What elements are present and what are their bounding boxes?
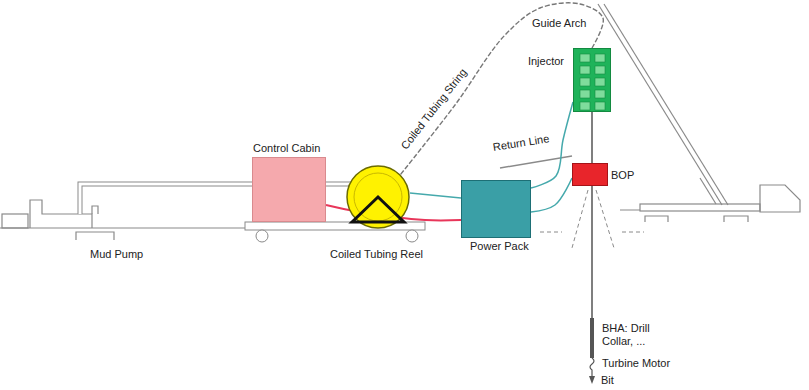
chain-block [595,102,605,110]
part-label: Turbine Motor [602,357,670,370]
part-name: BOP [611,169,634,182]
turbine-motor [590,358,594,376]
chain-block [595,66,605,74]
drill-bit [589,376,595,384]
reel-stand [352,197,404,222]
part-name: Coiled Tubing Reel [330,248,423,261]
tubing [591,112,593,163]
crane-deck [640,204,760,211]
mud-pump-truck [0,200,245,240]
truck-body [2,214,28,228]
bha-collar [590,318,594,358]
truck-fender [76,232,114,240]
chain-block [580,66,590,74]
crane-fender [645,216,668,222]
crane-boom [604,4,728,205]
part-label: Return Line [492,132,550,154]
chain-block [580,78,590,86]
chain-block [595,90,605,98]
mud-line-outline [80,184,378,214]
part-label: BHA: Drill Collar, ... [602,322,664,348]
crane-boom [598,4,722,205]
part-name: Power Pack [470,240,529,253]
boom-support [700,178,716,204]
truck-chassis [0,227,245,228]
part-name: Injector [528,55,564,68]
wellhead-casing [572,190,614,248]
part-name: Control Cabin [253,142,320,155]
power-pack: Power Pack [461,180,531,238]
chain-block [595,54,605,62]
injector-head: Injector [573,48,611,112]
trailer-wheel [256,230,268,242]
chain-block [580,54,590,62]
chain-block [580,102,590,110]
part-label: Mud Pump [90,248,143,261]
injector-chains [574,49,610,111]
truck-cab [30,200,92,228]
pump-head [92,206,98,214]
tubing [591,186,593,318]
crane-fender [724,216,748,222]
ground-line [540,232,644,233]
reel-drum [347,166,409,228]
crane-cab [760,185,800,212]
part-label: Coiled Tubing String [398,66,469,152]
hydraulic-hose [531,178,572,212]
mud-line [80,184,378,214]
part-label: Bit [601,374,614,387]
chain-block [595,78,605,86]
part-label: Guide Arch [532,17,586,30]
hydraulic-hose [410,193,461,198]
trailer-wheel [406,230,418,242]
chain-block [580,90,590,98]
control-cabin: Control Cabin [252,157,326,222]
bop-stack: BOP [572,163,608,186]
tubing-reel: Coiled Tubing Reel [346,165,410,229]
crane-truck [598,4,800,222]
reel-shape [346,165,410,229]
